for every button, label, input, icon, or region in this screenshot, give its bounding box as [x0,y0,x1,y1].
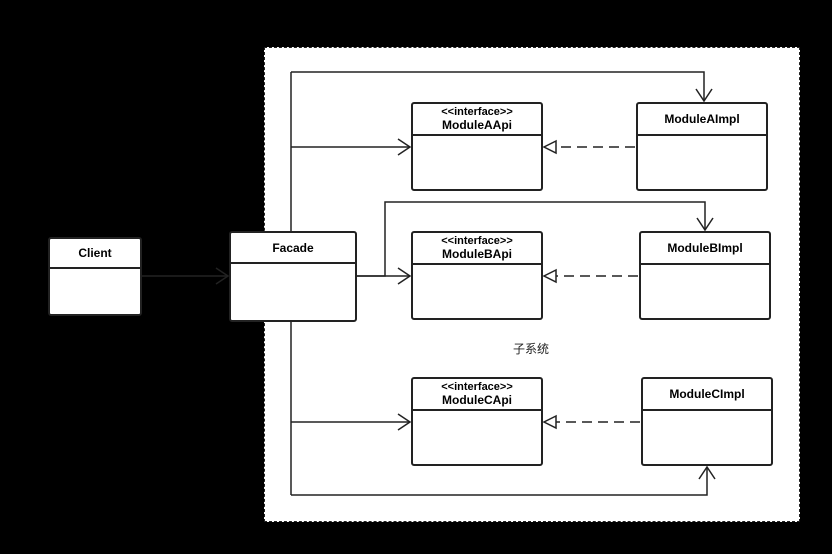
module-c-api-stereotype: <<interface>> [441,381,513,393]
module-c-impl-header: ModuleCImpl [643,379,771,411]
module-c-api-name: ModuleCApi [442,393,512,407]
facade-class[interactable]: Facade [229,231,357,322]
module-b-api-interface[interactable]: <<interface>> ModuleBApi [411,231,543,320]
facade-to-module-b-impl-arrowhead [696,217,714,232]
facade-to-module-b-api-arrowhead [397,267,412,285]
facade-class-header: Facade [231,233,355,264]
facade-to-module-a-impl-arrowhead [695,88,713,103]
facade-to-module-c-impl-line [291,467,708,496]
module-a-impl-name: ModuleAImpl [664,112,740,126]
facade-to-module-a-api-arrowhead [397,138,412,156]
module-b-api-name: ModuleBApi [442,247,512,261]
module-a-api-name: ModuleAApi [442,118,512,132]
module-c-impl-class[interactable]: ModuleCImpl [641,377,773,466]
module-b-impl-header: ModuleBImpl [641,233,769,265]
facade-class-name: Facade [272,240,314,255]
module-b-impl-class[interactable]: ModuleBImpl [639,231,771,320]
subsystem-label: 子系统 [512,342,549,356]
module-a-api-stereotype: <<interface>> [441,106,513,118]
client-class-name: Client [78,246,112,260]
module-b-api-stereotype: <<interface>> [441,235,513,247]
module-c-impl-name: ModuleCImpl [669,387,745,401]
facade-to-module-c-impl-arrowhead [698,465,716,480]
module-c-api-interface[interactable]: <<interface>> ModuleCApi [411,377,543,466]
client-class[interactable]: Client [48,237,142,316]
facade-to-module-b-impl-line [357,201,706,277]
module-a-api-realization-arrowhead [542,139,557,155]
module-c-api-header: <<interface>> ModuleCApi [413,379,541,411]
facade-to-module-c-api-arrowhead [397,413,412,431]
module-a-api-header: <<interface>> ModuleAApi [413,104,541,136]
facade-to-module-a-impl-line [291,71,705,101]
module-b-api-header: <<interface>> ModuleBApi [413,233,541,265]
module-a-api-interface[interactable]: <<interface>> ModuleAApi [411,102,543,191]
module-b-impl-name: ModuleBImpl [667,241,743,255]
module-a-impl-class[interactable]: ModuleAImpl [636,102,768,191]
module-a-impl-header: ModuleAImpl [638,104,766,136]
module-b-api-realization-arrowhead [542,268,557,284]
client-class-header: Client [50,239,140,269]
client-to-facade-arrowhead [215,267,230,285]
module-c-api-realization-arrowhead [542,414,557,430]
